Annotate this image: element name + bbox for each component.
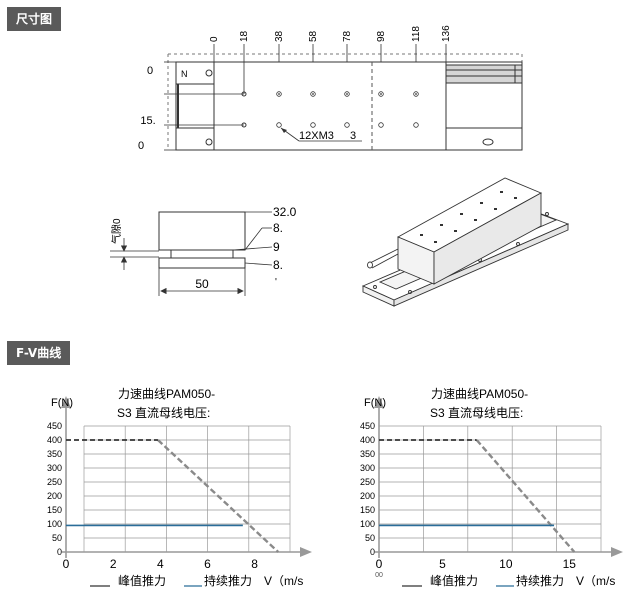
dim-8b: 8. xyxy=(273,258,283,272)
y-axis-arrow xyxy=(61,396,71,408)
hole-callout: 12XM3 xyxy=(299,130,334,142)
y-axis-arrow xyxy=(374,396,384,408)
left-label-top: 0 xyxy=(147,65,153,77)
side-base xyxy=(158,257,246,269)
y-tick-label: 450 xyxy=(47,421,62,431)
ruler-tick-label: 0 xyxy=(209,36,220,42)
y-tick-label: 100 xyxy=(47,519,62,529)
section-title-dimension: 尺寸图 xyxy=(16,12,53,26)
y-tick-label: 100 xyxy=(360,519,375,529)
y-tick-label: 350 xyxy=(360,449,375,459)
chart-title-line2: S3 直流母线电压: xyxy=(430,406,523,420)
y-tick-label: 150 xyxy=(47,505,62,515)
x-tick-label: 10 xyxy=(499,557,513,571)
ruler-tick-label: 58 xyxy=(308,30,319,42)
x-tick-label: 2 xyxy=(110,557,117,571)
ruler-tick-label: 118 xyxy=(411,26,422,42)
x-axis-title: V（m/s xyxy=(264,574,303,588)
chart-grid xyxy=(378,425,602,553)
y-tick-label: 0 xyxy=(57,547,62,557)
x-tick-label: 6 xyxy=(204,557,211,571)
x-tick-label: 15 xyxy=(563,557,577,571)
y-tick-label: 50 xyxy=(52,533,62,543)
isometric-view xyxy=(361,177,570,307)
y-tick-label: 200 xyxy=(360,491,375,501)
top-view: N xyxy=(138,25,523,152)
y-axis-title: F(N) xyxy=(364,397,386,409)
left-label-mid: 15. xyxy=(140,115,155,127)
side-carriage xyxy=(158,211,246,251)
y-tick-label: 350 xyxy=(47,449,62,459)
legend-peak-label: 峰值推力 xyxy=(430,573,478,588)
dim-9: 9 xyxy=(273,240,280,254)
x-axis-title: V（m/s xyxy=(576,574,615,588)
y-tick-label: 0 xyxy=(370,547,375,557)
legend-cont-label: 持续推力 xyxy=(204,573,252,588)
dim-mark: ' xyxy=(275,277,277,288)
section-tag-fv: F-V曲线 xyxy=(7,341,71,365)
gap-label: 气隙0 xyxy=(110,218,123,244)
screw-icon xyxy=(482,138,494,146)
x-axis-arrow xyxy=(300,547,312,557)
x-tick-label: 0 xyxy=(376,557,383,571)
section-tag-dimension: 尺寸图 xyxy=(7,7,62,31)
width-label: 50 xyxy=(195,277,209,291)
ruler-tick-labels: 0 18 38 58 78 98 118 136 xyxy=(209,25,452,42)
y-tick-label: 250 xyxy=(360,477,375,487)
y-tick-label: 400 xyxy=(360,435,375,445)
screw-icon xyxy=(205,69,213,77)
dim-32: 32.0 xyxy=(273,205,297,219)
y-tick-label: 400 xyxy=(47,435,62,445)
y-tick-label: 450 xyxy=(360,421,375,431)
y-axis-title: F(N) xyxy=(51,397,73,409)
mounting-holes xyxy=(276,91,419,128)
x-tick-label: 4 xyxy=(157,557,164,571)
x-tick-label: 5 xyxy=(439,557,446,571)
y-tick-label: 300 xyxy=(47,463,62,473)
hole-callout-suffix: 3 xyxy=(350,130,356,142)
screw-icon xyxy=(205,138,213,146)
y-tick-label: 150 xyxy=(360,505,375,515)
ruler-tick-label: 98 xyxy=(376,30,387,42)
x-axis-arrow xyxy=(611,547,623,557)
fv-chart-left: 450 400 350 300 250 200 150 100 50 00 2 4 6 8 力速曲线PAM0… xyxy=(47,387,312,588)
chart-title-line2: S3 直流母线电压: xyxy=(117,406,210,420)
ruler-tick-label: 136 xyxy=(441,25,452,42)
origin-extra-label: 00 xyxy=(375,572,383,579)
chart-title-line1: 力速曲线PAM050- xyxy=(431,387,528,401)
left-label-bottom: 0 xyxy=(138,140,144,152)
n-label: N xyxy=(181,69,188,79)
peak-slope-line xyxy=(475,439,576,553)
x-tick-label: 8 xyxy=(251,557,258,571)
ruler-tick-label: 38 xyxy=(274,30,285,42)
chart-title-line1: 力速曲线PAM050- xyxy=(118,387,215,401)
legend-cont-label: 持续推力 xyxy=(516,573,564,588)
ruler-tick-label: 78 xyxy=(342,30,353,42)
side-view: 气隙0 32.0 8. 9 8. ' 50 xyxy=(110,205,297,296)
y-tick-label: 250 xyxy=(47,477,62,487)
dim-8a: 8. xyxy=(273,221,283,235)
section-title-fv: F-V曲线 xyxy=(16,346,62,360)
legend-peak-label: 峰值推力 xyxy=(118,573,166,588)
y-tick-label: 300 xyxy=(360,463,375,473)
y-tick-label: 200 xyxy=(47,491,62,501)
ruler-tick-label: 18 xyxy=(239,30,250,42)
peak-slope-line xyxy=(157,439,280,553)
y-tick-label: 50 xyxy=(365,533,375,543)
x-tick-label: 0 xyxy=(63,557,70,571)
